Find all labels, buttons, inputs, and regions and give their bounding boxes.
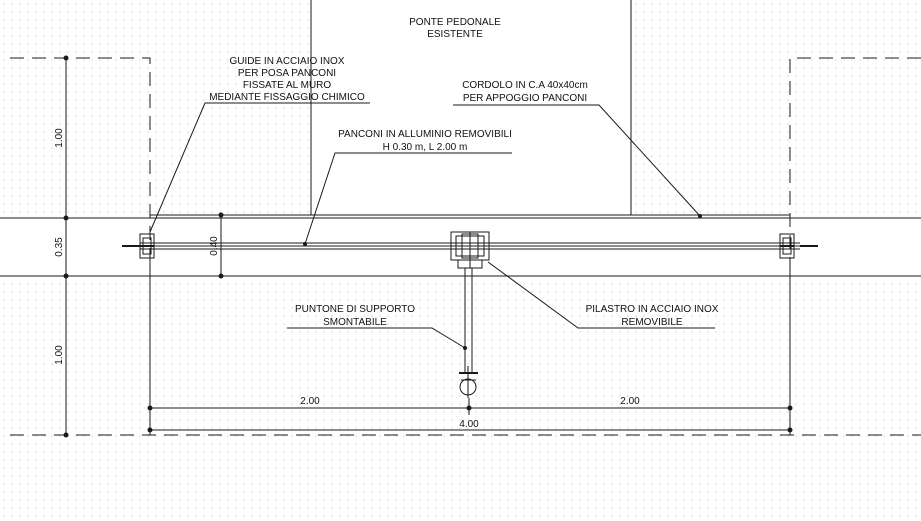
guide-label-3: FISSATE AL MURO (243, 80, 332, 91)
panconi-label-2: H 0.30 m, L 2.00 m (383, 142, 468, 153)
pilastro-leader (487, 261, 715, 329)
dimension-markers (63, 55, 793, 438)
dim-left-bottom: 1.00 (54, 345, 65, 365)
cordolo-leader (453, 104, 701, 217)
panconi-leader (304, 152, 512, 245)
dim-inner-height: 0.40 (209, 236, 220, 256)
guide-leader (149, 102, 370, 233)
dim-total: 4.00 (459, 419, 479, 430)
dim-left-top: 1.00 (54, 128, 65, 148)
panconi-label-1: PANCONI IN ALLUMINIO REMOVIBILI (338, 129, 512, 140)
central-pillar-icon (450, 231, 490, 269)
guide-label-4: MEDIANTE FISSAGGIO CHIMICO (209, 92, 365, 103)
dim-span-right: 2.00 (620, 396, 640, 407)
dim-span-left: 2.00 (300, 396, 320, 407)
right-dashed-boundary (789, 57, 921, 262)
cordolo-label-1: CORDOLO IN C.A 40x40cm (462, 80, 588, 91)
puntone-label-2: SMONTABILE (323, 317, 387, 328)
bridge-area (311, 0, 631, 215)
puntone-leader (287, 327, 466, 349)
guide-label-1: GUIDE IN ACCIAIO INOX (229, 56, 344, 67)
cordolo-label-2: PER APPOGGIO PANCONI (463, 93, 587, 104)
strut-base-icon (459, 366, 478, 398)
left-dashed-boundary (10, 57, 151, 262)
pilastro-label-1: PILASTRO IN ACCIAIO INOX (586, 304, 719, 315)
left-guide-icon (139, 233, 155, 259)
right-guide-icon (779, 233, 795, 259)
guide-label-2: PER POSA PANCONI (238, 68, 336, 79)
dim-left-mid: 0.35 (54, 237, 65, 257)
bridge-label-2: ESISTENTE (427, 29, 483, 40)
puntone-label-1: PUNTONE DI SUPPORTO (295, 304, 415, 315)
bridge-label-1: PONTE PEDONALE (409, 17, 501, 28)
pilastro-label-2: REMOVIBILE (621, 317, 682, 328)
